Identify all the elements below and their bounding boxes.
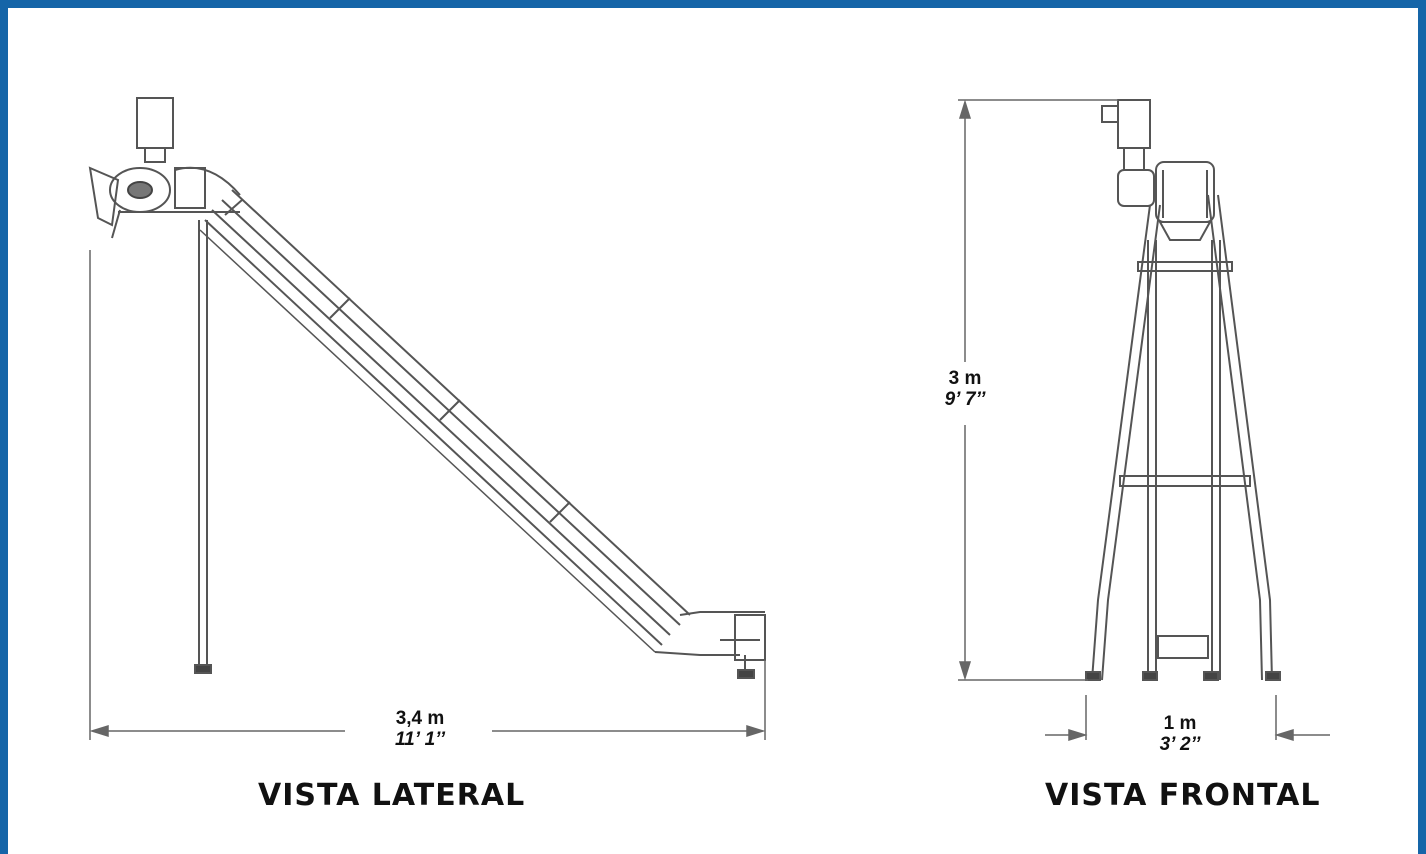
side-width-label: 3,4 m 11’ 1’’	[370, 708, 470, 750]
side-dim-arrow-right	[746, 724, 766, 738]
side-rail-3	[211, 209, 671, 636]
front-height-arrow-top	[958, 99, 972, 119]
side-rail-2	[221, 199, 681, 626]
side-rear-foot	[737, 669, 755, 679]
front-left-leg-outer	[1091, 204, 1151, 681]
side-view-drawing	[88, 97, 766, 679]
front-foot-1	[1085, 671, 1101, 681]
front-tail-box	[1157, 635, 1209, 659]
front-width-imperial: 3’ 2’’	[1159, 734, 1201, 755]
front-height-arrow-bottom	[958, 661, 972, 681]
side-cross-2	[329, 297, 351, 319]
side-top-bend	[174, 166, 241, 196]
side-rail-4	[204, 219, 663, 646]
front-motor-box	[1101, 105, 1119, 123]
front-height-metric: 3 m	[948, 368, 982, 389]
front-foot-3	[1203, 671, 1219, 681]
front-drum	[1155, 161, 1215, 223]
side-bottom-top	[679, 611, 765, 616]
front-motor	[1117, 99, 1151, 149]
front-width-label: 1 m 3’ 2’’	[1135, 713, 1225, 755]
front-width-arrow-right	[1274, 728, 1294, 742]
front-view-title: VISTA FRONTAL	[1045, 778, 1321, 813]
side-rail-1	[231, 189, 691, 616]
front-width-metric: 1 m	[1163, 713, 1197, 734]
front-motor-coupling	[1123, 147, 1145, 171]
front-foot-4	[1265, 671, 1281, 681]
side-dim-arrow-left	[89, 724, 109, 738]
side-rail-5	[199, 229, 656, 653]
side-motor	[136, 97, 174, 149]
side-chute-brace	[111, 209, 121, 239]
front-left-leg-inner	[1101, 204, 1161, 681]
side-head-box	[174, 167, 206, 209]
front-view-drawing	[1085, 99, 1281, 681]
side-discharge-chute	[88, 166, 120, 227]
front-crossbar-upper	[1137, 261, 1233, 272]
side-width-metric: 3,4 m	[395, 708, 445, 729]
front-height-imperial: 9’ 7’’	[944, 389, 986, 410]
side-cross-3	[439, 399, 461, 421]
side-drum-hub	[127, 181, 153, 199]
front-width-dimension	[1045, 695, 1330, 742]
front-right-leg-outer	[1217, 194, 1273, 681]
side-width-dimension	[89, 250, 766, 740]
front-hopper	[1158, 221, 1212, 241]
side-view-title: VISTA LATERAL	[258, 778, 526, 813]
front-height-dimension	[958, 99, 1118, 681]
front-right-leg-inner	[1207, 194, 1263, 681]
side-cross-1	[224, 199, 243, 216]
side-front-foot	[194, 664, 212, 674]
front-crossbar-lower	[1119, 475, 1251, 487]
front-foot-2	[1142, 671, 1158, 681]
side-width-imperial: 11’ 1’’	[395, 729, 445, 750]
front-gearbox	[1117, 169, 1155, 207]
front-width-arrow-left	[1068, 728, 1088, 742]
side-cross-4	[549, 501, 571, 523]
side-motor-coupling	[144, 147, 166, 163]
side-tail-box	[734, 614, 766, 661]
side-bottom-base	[654, 651, 740, 656]
front-height-label: 3 m 9’ 7’’	[920, 368, 1010, 410]
